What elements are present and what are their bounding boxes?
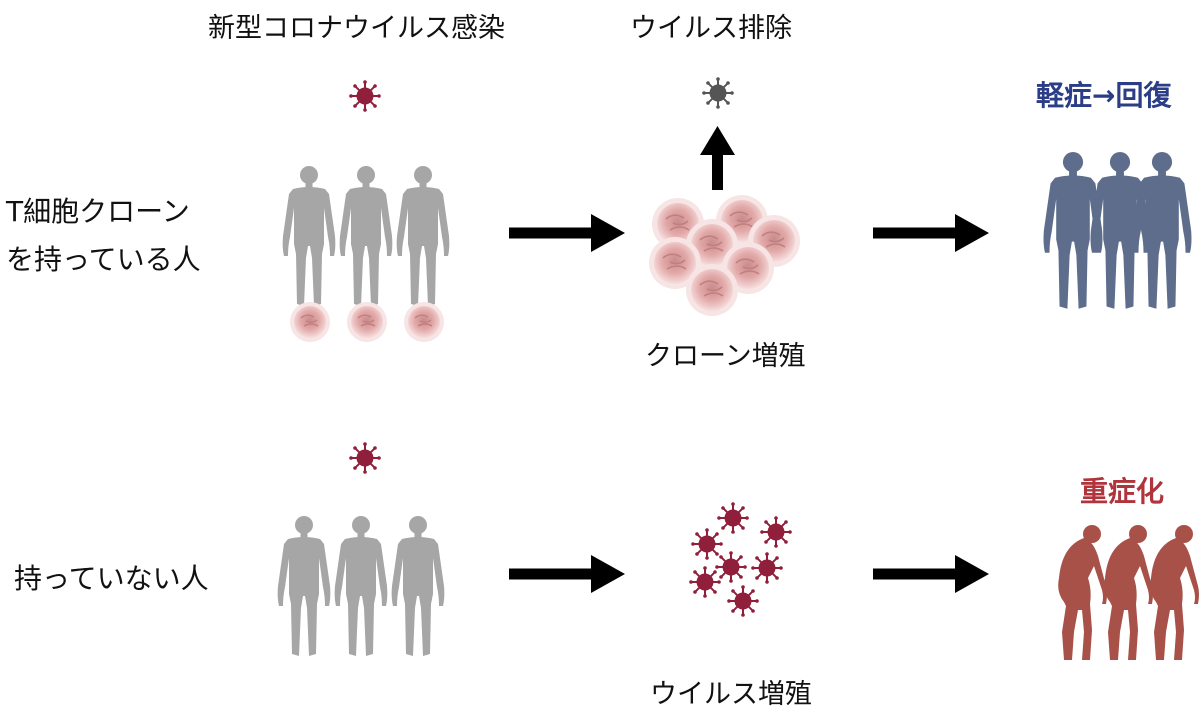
recovered-people	[1043, 152, 1192, 309]
t-cell-clones-row1	[289, 301, 445, 343]
people-without-clone	[277, 516, 445, 656]
row-label-with-clone-line1: T細胞クローン	[6, 195, 190, 228]
row-label-with-clone-line2: を持っている人	[6, 243, 201, 276]
severe-people	[1058, 525, 1199, 660]
outcome-mild-recovery: 軽症→回復	[1036, 79, 1172, 112]
arrow-right-row2-a	[509, 555, 625, 593]
row-label-without-clone: 持っていない人	[14, 562, 209, 595]
virus-infecting-row2	[348, 441, 382, 475]
arrow-right-row1-a	[509, 214, 625, 252]
people-with-clone	[282, 166, 450, 306]
caption-clone-proliferation: クローン増殖	[645, 341, 806, 372]
arrow-up-elimination	[700, 126, 735, 190]
header-infection: 新型コロナウイルス感染	[208, 13, 505, 44]
caption-virus-proliferation: ウイルス増殖	[650, 679, 812, 710]
row-label-with-clone: T細胞クローン を持っている人	[6, 188, 201, 284]
proliferated-viruses	[688, 501, 793, 618]
virus-infecting-row1	[348, 79, 382, 113]
proliferated-t-cells	[648, 194, 801, 317]
arrow-right-row2-b	[873, 555, 989, 593]
arrow-right-row1-b	[873, 214, 989, 252]
outcome-severe: 重症化	[1080, 475, 1165, 508]
cleared-virus	[701, 76, 735, 110]
header-virus-elimination: ウイルス排除	[630, 13, 792, 44]
